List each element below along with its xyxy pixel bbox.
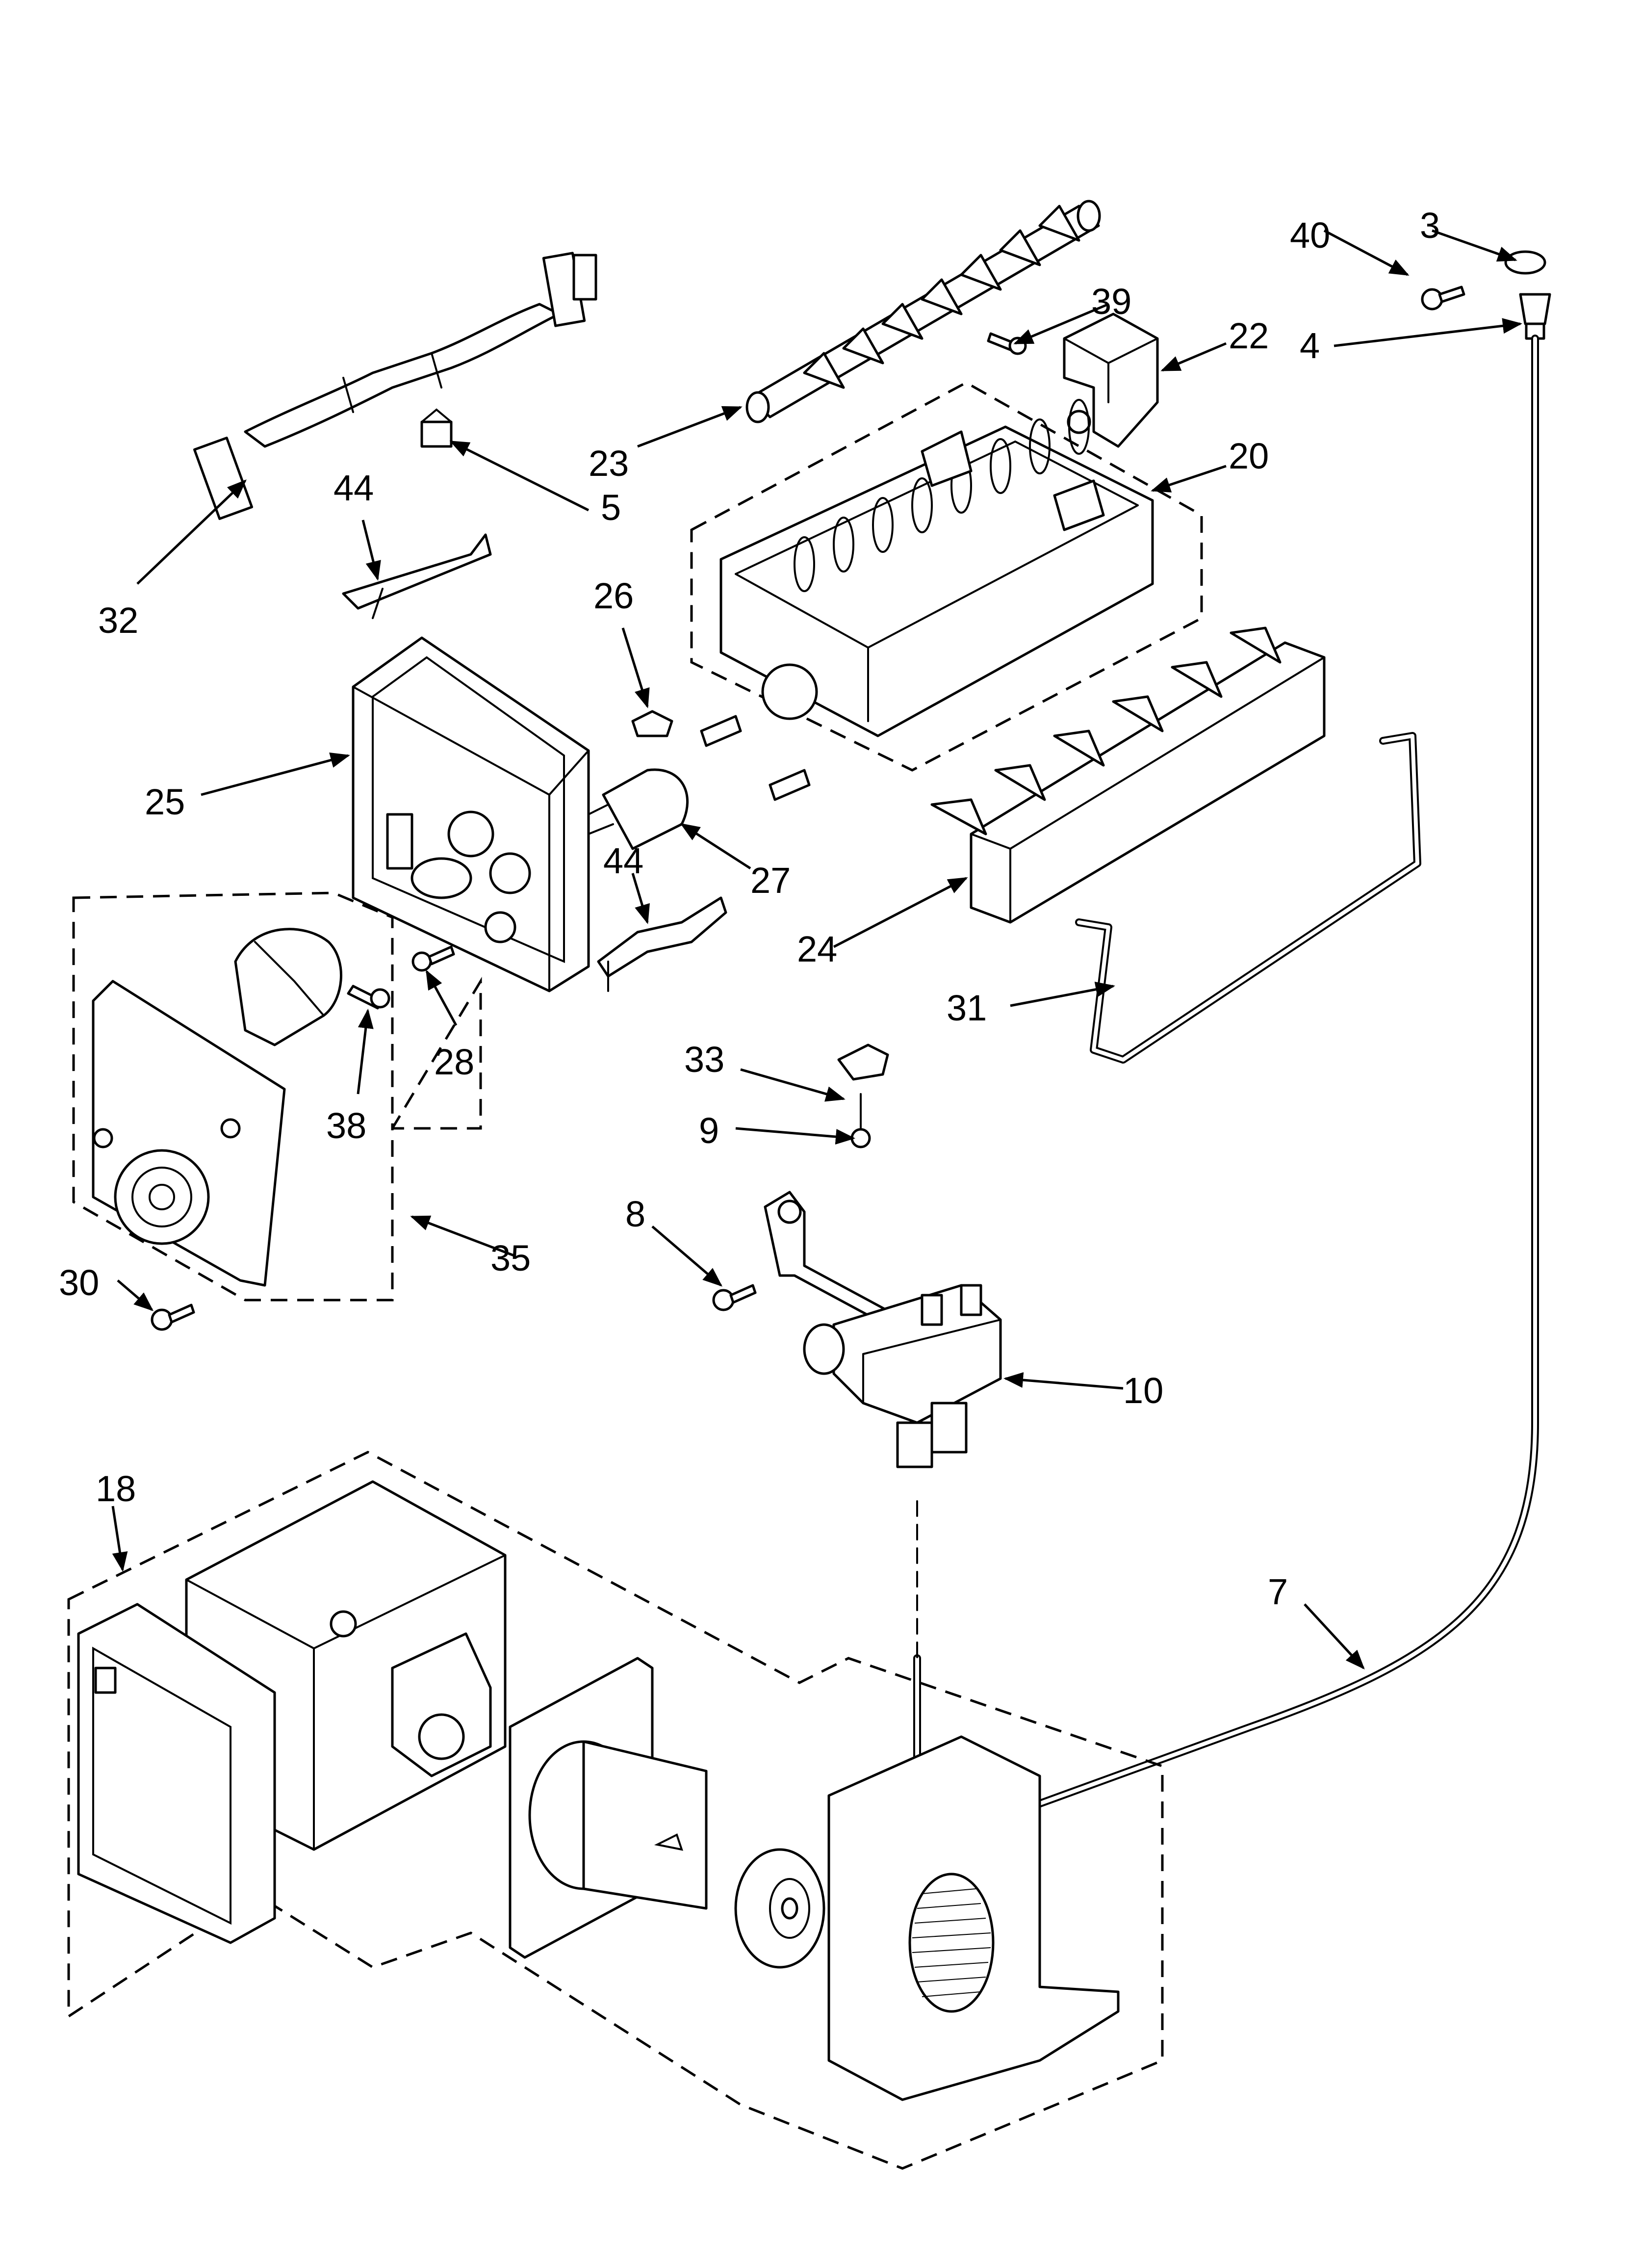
wire-harness bbox=[193, 252, 597, 520]
callout-5: 5 bbox=[601, 487, 621, 528]
clip-33 bbox=[837, 1043, 889, 1081]
callout-20: 20 bbox=[1229, 436, 1269, 476]
callout-25: 25 bbox=[145, 782, 185, 822]
clamp-3 bbox=[1504, 250, 1546, 275]
control-assembly-boundary bbox=[72, 891, 482, 1302]
screw-40 bbox=[1421, 286, 1465, 311]
control-plate bbox=[92, 980, 286, 1287]
fan-outlet-housing bbox=[827, 1735, 1120, 2101]
callout-31: 31 bbox=[947, 988, 987, 1028]
screw-38 bbox=[347, 985, 390, 1010]
harness-clip bbox=[420, 408, 453, 448]
callout-22: 22 bbox=[1229, 315, 1269, 356]
callout-39: 39 bbox=[1091, 281, 1131, 322]
screw-9 bbox=[850, 1093, 871, 1148]
module-housing bbox=[352, 636, 590, 992]
callout-32: 32 bbox=[98, 600, 138, 641]
cover-44-top bbox=[342, 533, 492, 619]
ice-mold bbox=[700, 399, 1154, 801]
control-motor bbox=[234, 928, 342, 1046]
callout-40: 40 bbox=[1290, 215, 1330, 256]
thermostat-27 bbox=[588, 768, 689, 850]
callout-26: 26 bbox=[593, 575, 634, 616]
callout-8: 8 bbox=[625, 1194, 645, 1234]
dispenser-front-cover bbox=[77, 1603, 276, 1944]
fill-cup bbox=[1063, 313, 1159, 448]
fan-blower-wheel bbox=[734, 1848, 825, 1969]
callout-27: 27 bbox=[750, 860, 791, 901]
dispenser-screw bbox=[654, 1833, 683, 1851]
inlet-fitting-4 bbox=[1519, 293, 1551, 340]
callout-24: 24 bbox=[797, 929, 837, 969]
callout-4: 4 bbox=[1300, 325, 1320, 366]
water-valve bbox=[803, 1284, 1002, 1468]
leader-lines bbox=[111, 229, 1522, 1669]
callout-28: 28 bbox=[434, 1042, 474, 1082]
cover-44-mid bbox=[597, 896, 727, 992]
ejector-shaft bbox=[745, 200, 1101, 423]
screw-30 bbox=[151, 1303, 195, 1331]
mold-assembly-boundary bbox=[690, 381, 1203, 772]
dispenser-motor bbox=[330, 1610, 492, 1777]
ice-stripper bbox=[930, 626, 1326, 924]
callout-23: 23 bbox=[589, 443, 629, 484]
callout-30: 30 bbox=[59, 1262, 99, 1303]
callout-35: 35 bbox=[490, 1238, 531, 1278]
clip-26 bbox=[631, 710, 673, 737]
screw-28 bbox=[411, 945, 455, 972]
callout-3: 3 bbox=[1420, 205, 1440, 246]
callout-33: 33 bbox=[684, 1039, 724, 1080]
callout-7: 7 bbox=[1268, 1571, 1288, 1612]
fan-shroud bbox=[509, 1657, 708, 1959]
screw-39 bbox=[987, 332, 1027, 355]
callout-labels: 3 40 4 39 22 20 23 5 32 44 26 25 27 44 2… bbox=[59, 205, 1440, 1612]
callout-44-top: 44 bbox=[334, 468, 374, 508]
callout-18: 18 bbox=[96, 1468, 136, 1509]
shutoff-arm bbox=[1075, 732, 1421, 1064]
callout-10: 10 bbox=[1123, 1370, 1163, 1411]
callout-44-mid: 44 bbox=[603, 840, 643, 881]
callout-9: 9 bbox=[699, 1110, 719, 1151]
screw-8 bbox=[712, 1284, 757, 1311]
callout-38: 38 bbox=[326, 1105, 366, 1146]
